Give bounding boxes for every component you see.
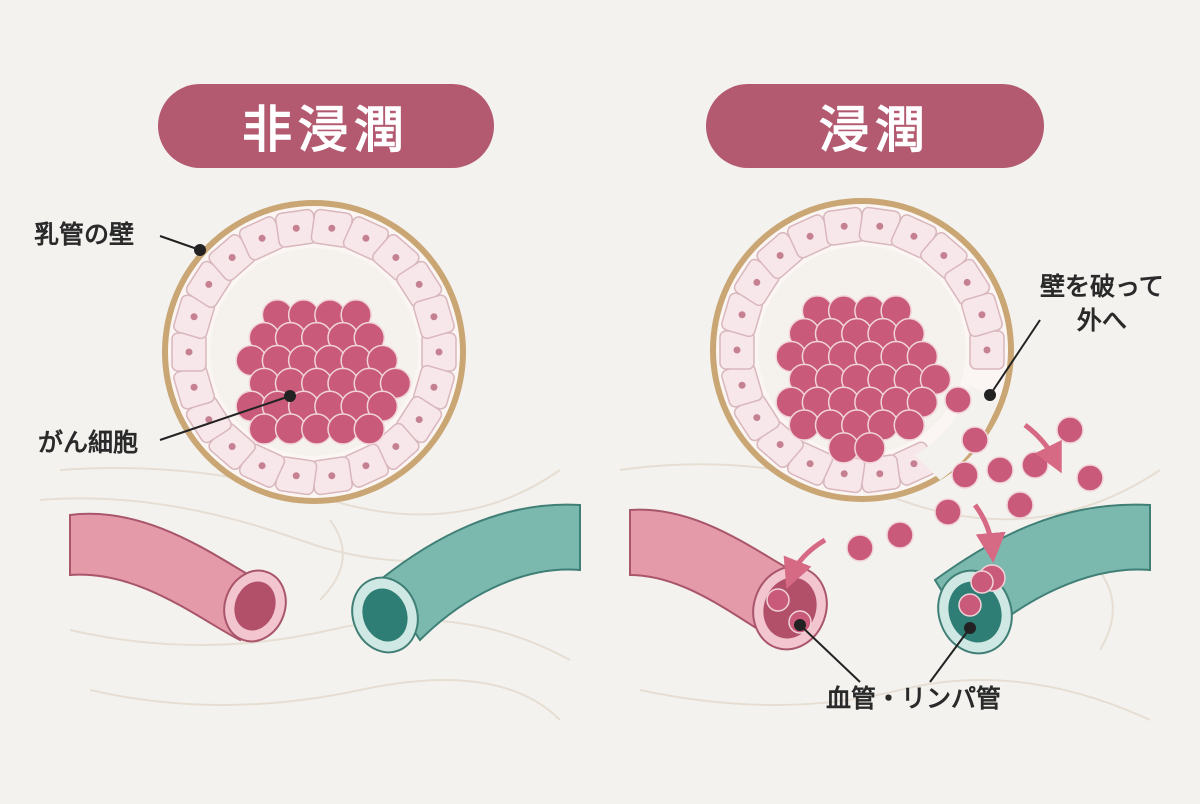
cell-nucleus — [940, 252, 948, 260]
cell-nucleus — [738, 311, 746, 319]
escaping-cancer-cells — [766, 386, 1104, 634]
cell-nucleus — [392, 442, 400, 450]
cancer-cell — [353, 413, 385, 445]
cell-nucleus — [392, 254, 400, 262]
cancer-cell — [893, 409, 925, 441]
cell-nucleus — [228, 442, 236, 450]
label-vessels: 血管・リンパ管 — [826, 684, 1002, 713]
cancer-cell-in-vessel — [970, 570, 994, 594]
duct-right — [710, 198, 1014, 502]
tissue-lines — [39, 463, 1161, 721]
cell-nucleus — [753, 278, 761, 286]
cell-nucleus — [205, 280, 213, 288]
migration-arrows — [783, 423, 1062, 589]
cell-nucleus — [738, 381, 746, 389]
escaping-cancer-cell — [951, 461, 979, 489]
cell-nucleus — [415, 416, 423, 424]
escaping-cancer-cell — [1076, 464, 1104, 492]
cell-nucleus — [776, 252, 784, 260]
cell-nucleus — [185, 348, 193, 356]
leader-lymph-vessel — [929, 627, 971, 683]
cell-nucleus — [733, 346, 741, 354]
cell-nucleus — [190, 383, 198, 391]
escaping-cancer-cell — [1056, 416, 1084, 444]
cell-nucleus — [228, 254, 236, 262]
leader-blood-vessel — [799, 624, 861, 683]
arrow-to-blood-vessel — [783, 537, 827, 589]
cell-nucleus — [435, 348, 443, 356]
cancer-cell-cluster-right — [775, 295, 952, 464]
title-non-invasive: 非浸潤 — [158, 84, 494, 168]
escaping-cancer-cell — [986, 456, 1014, 484]
escaping-cancer-cell — [1021, 451, 1049, 479]
label-cancer-cells: がん細胞 — [38, 428, 139, 457]
cell-nucleus — [430, 383, 438, 391]
cell-nucleus — [292, 224, 300, 232]
escaping-cancer-cell — [934, 498, 962, 526]
cell-nucleus — [415, 280, 423, 288]
cell-nucleus — [978, 311, 986, 319]
cell-nucleus — [840, 470, 848, 478]
cell-nucleus — [205, 416, 213, 424]
cell-nucleus — [983, 346, 991, 354]
cell-nucleus — [876, 470, 884, 478]
label-break-wall: 壁を破って 外へ — [1040, 270, 1164, 338]
label-break-wall-line2: 外へ — [1076, 306, 1127, 335]
leader-duct-wall — [159, 235, 201, 251]
cell-nucleus — [776, 440, 784, 448]
escaping-cancer-cell — [961, 426, 989, 454]
cancer-cell-in-vessel — [958, 593, 982, 617]
label-break-wall-line1: 壁を破って — [1040, 272, 1164, 301]
duct-wall-cells-left — [171, 208, 457, 496]
cell-nucleus — [328, 472, 336, 480]
cell-nucleus — [362, 462, 370, 470]
lymph-vessel-left — [351, 503, 581, 654]
cell-nucleus — [910, 460, 918, 468]
blood-vessel-right — [629, 508, 828, 651]
cancer-cell-cluster-left — [235, 299, 412, 445]
leader-cancer-cells — [159, 395, 291, 441]
escaping-cancer-cell — [944, 386, 972, 414]
blood-vessel-left — [69, 512, 287, 643]
duct-left — [162, 200, 466, 504]
cell-nucleus — [190, 313, 198, 321]
arrow-outward — [1023, 423, 1062, 474]
cell-nucleus — [840, 222, 848, 230]
cell-nucleus — [430, 313, 438, 321]
leader-lines — [159, 235, 1041, 683]
escaping-cancer-cell — [846, 534, 874, 562]
escaping-cancer-cell — [1006, 491, 1034, 519]
cell-nucleus — [806, 232, 814, 240]
arrow-to-lymph-vessel — [972, 503, 1006, 563]
cancer-cell-in-vessel — [766, 588, 790, 612]
leader-break — [989, 319, 1041, 396]
duct-wall-cells-right — [719, 206, 1005, 494]
cell-nucleus — [258, 234, 266, 242]
cell-nucleus — [876, 222, 884, 230]
title-invasive: 浸潤 — [706, 84, 1044, 168]
cell-nucleus — [258, 462, 266, 470]
label-duct-wall: 乳管の壁 — [34, 220, 135, 249]
escaping-cancer-cell — [886, 521, 914, 549]
cell-nucleus — [910, 232, 918, 240]
cell-nucleus — [753, 414, 761, 422]
cell-nucleus — [806, 460, 814, 468]
cell-nucleus — [292, 472, 300, 480]
cell-nucleus — [328, 224, 336, 232]
cell-nucleus — [963, 278, 971, 286]
cell-nucleus — [362, 234, 370, 242]
cancer-cell — [854, 432, 886, 464]
